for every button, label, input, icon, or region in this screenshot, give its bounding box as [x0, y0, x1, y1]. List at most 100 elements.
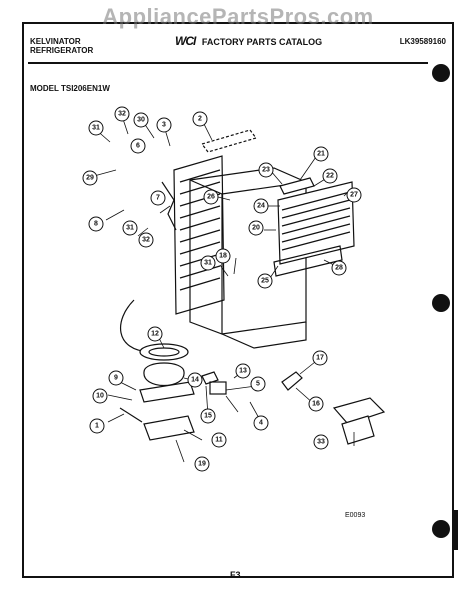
catalog-number: LK39589160 — [399, 37, 446, 46]
callout: 19 — [194, 456, 210, 472]
svg-text:19: 19 — [198, 461, 206, 468]
callout: 4 — [253, 415, 269, 431]
callout: 31 — [200, 255, 216, 271]
svg-text:31: 31 — [126, 225, 134, 232]
callout: 10 — [92, 388, 108, 404]
wire-harness — [161, 181, 177, 231]
overload — [201, 371, 219, 385]
callout: 30 — [133, 112, 149, 128]
callout: 17 — [312, 350, 328, 366]
capacitor — [281, 371, 303, 391]
callout: 21 — [313, 146, 329, 162]
compressor — [143, 362, 185, 386]
brand-name: KELVINATOR — [30, 37, 81, 46]
svg-text:31: 31 — [204, 260, 212, 267]
callout: 7 — [150, 190, 166, 206]
callout: 16 — [308, 396, 324, 412]
callout: 23 — [258, 162, 274, 178]
exploded-parts-diagram: 1 2 3 4 5 6 7 8 9 10 11 12 13 14 15 16 1… — [82, 106, 386, 472]
svg-text:9: 9 — [114, 375, 118, 382]
svg-text:11: 11 — [215, 437, 223, 444]
callout: 5 — [250, 376, 266, 392]
wci-logo: WCI — [175, 34, 196, 48]
callout: 20 — [248, 220, 264, 236]
binder-hole-bottom — [432, 520, 450, 538]
callout: 32 — [114, 106, 130, 122]
model-label: MODEL TSI206EN1W — [30, 84, 110, 93]
callout: 33 — [313, 434, 329, 450]
callout: 15 — [200, 408, 216, 424]
callout: 13 — [235, 363, 251, 379]
callout: 2 — [192, 111, 208, 127]
callout: 31 — [122, 220, 138, 236]
callout: 24 — [253, 198, 269, 214]
callout: 27 — [346, 187, 362, 203]
svg-text:18: 18 — [219, 253, 227, 260]
page-id: F3 — [230, 570, 241, 580]
callout: 12 — [147, 326, 163, 342]
svg-text:4: 4 — [259, 420, 263, 427]
drain-pan — [139, 343, 189, 361]
svg-text:5: 5 — [256, 381, 260, 388]
svg-text:1: 1 — [95, 423, 99, 430]
svg-text:10: 10 — [96, 393, 104, 400]
svg-text:23: 23 — [262, 167, 270, 174]
page-edge-tab — [452, 510, 458, 550]
compressor-base — [139, 381, 195, 403]
callout: 32 — [138, 232, 154, 248]
svg-text:2: 2 — [198, 116, 202, 123]
callout: 18 — [215, 248, 231, 264]
evaporator — [273, 181, 355, 277]
watermark: AppliancePartsPros.com — [102, 4, 374, 29]
svg-text:8: 8 — [94, 221, 98, 228]
callout: 9 — [108, 370, 124, 386]
svg-text:6: 6 — [136, 143, 140, 150]
callout: 1 — [89, 418, 105, 434]
svg-text:14: 14 — [191, 377, 199, 384]
svg-text:15: 15 — [204, 413, 212, 420]
svg-text:33: 33 — [317, 439, 325, 446]
callout: 8 — [88, 216, 104, 232]
start-relay — [209, 381, 227, 395]
callout: 3 — [156, 117, 172, 133]
callout: 31 — [88, 120, 104, 136]
svg-text:30: 30 — [137, 117, 145, 124]
svg-text:20: 20 — [252, 225, 260, 232]
binder-hole-middle — [432, 294, 450, 312]
callout: 26 — [203, 189, 219, 205]
bolt — [119, 407, 143, 423]
catalog-title-block: WCI FACTORY PARTS CATALOG — [175, 34, 323, 48]
header-rule — [28, 62, 428, 64]
fan-bracket — [332, 397, 386, 425]
svg-text:25: 25 — [261, 278, 269, 285]
svg-text:28: 28 — [335, 265, 343, 272]
drawing-code: E0093 — [345, 512, 366, 519]
svg-text:12: 12 — [151, 331, 159, 338]
drain-tube — [120, 299, 151, 353]
callout: 14 — [187, 372, 203, 388]
svg-text:13: 13 — [239, 368, 247, 375]
catalog-title: FACTORY PARTS CATALOG — [201, 37, 323, 47]
svg-text:17: 17 — [316, 355, 324, 362]
callout: 22 — [322, 168, 338, 184]
svg-text:29: 29 — [86, 175, 94, 182]
mounting-bracket — [143, 415, 195, 441]
svg-text:26: 26 — [207, 194, 215, 201]
svg-text:32: 32 — [118, 111, 126, 118]
callout: 6 — [130, 138, 146, 154]
fan-motor — [341, 415, 375, 445]
callout: 11 — [211, 432, 227, 448]
svg-text:27: 27 — [350, 192, 358, 199]
svg-text:16: 16 — [312, 401, 320, 408]
product-type: REFRIGERATOR — [30, 46, 94, 55]
svg-text:21: 21 — [317, 151, 325, 158]
svg-text:22: 22 — [326, 173, 334, 180]
svg-text:3: 3 — [162, 122, 166, 129]
brand-block: KELVINATOR REFRIGERATOR — [30, 37, 93, 55]
svg-text:32: 32 — [142, 237, 150, 244]
part-callouts: 1 2 3 4 5 6 7 8 9 10 11 12 13 14 15 16 1… — [82, 106, 362, 472]
cabinet-base — [221, 322, 307, 349]
callout: 25 — [257, 273, 273, 289]
svg-text:7: 7 — [156, 195, 160, 202]
callout: 28 — [331, 260, 347, 276]
